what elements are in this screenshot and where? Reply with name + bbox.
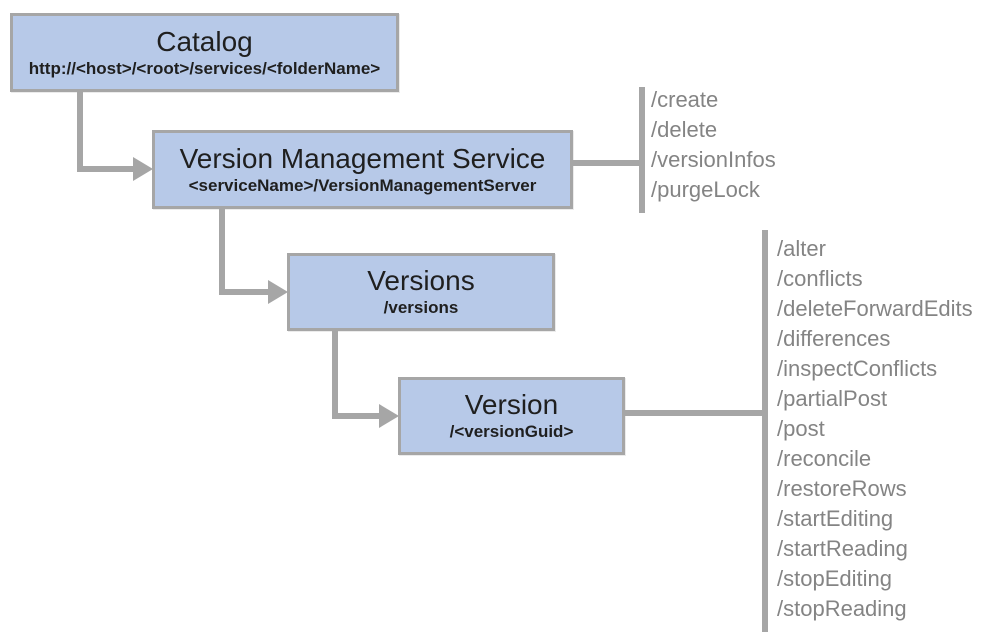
endpoint-label: /create	[651, 87, 719, 112]
node-catalog-title: Catalog	[156, 25, 253, 57]
connector-version-endpoints-horizontal	[623, 410, 765, 416]
connector-vms-endpoints-horizontal	[571, 160, 642, 166]
node-versions-title: Versions	[367, 265, 475, 296]
arrowhead-icon	[268, 280, 288, 304]
endpoint-label: /reconcile	[777, 446, 872, 471]
node-version-management-service: Version Management Service <serviceName>…	[152, 130, 573, 209]
endpoint-label: /delete	[651, 117, 718, 142]
connector-versions-version-vertical	[332, 329, 338, 419]
endpoint-label: /conflicts	[777, 266, 863, 291]
endpoint-label: /stopEditing	[777, 566, 892, 591]
connector-catalog-vms-horizontal	[77, 166, 134, 172]
version-endpoint-list: /alter/conflicts/deleteForwardEdits/diff…	[777, 234, 973, 624]
endpoint-label: /startReading	[777, 536, 908, 561]
endpoint-label: /startEditing	[777, 506, 894, 531]
connector-catalog-vms-vertical	[77, 91, 83, 172]
endpoint-label: /inspectConflicts	[777, 356, 938, 381]
endpoint-label: /versionInfos	[651, 147, 776, 172]
vms-endpoint-list: /create/delete/versionInfos/purgeLock	[651, 85, 776, 205]
node-vms-url: <serviceName>/VersionManagementServer	[188, 175, 537, 195]
node-versions-url: /versions	[383, 298, 459, 317]
arrowhead-icon	[379, 404, 399, 428]
connector-vms-endpoints-bracket	[639, 87, 645, 213]
connector-vms-versions-horizontal	[219, 289, 269, 295]
node-version: Version /<versionGuid>	[398, 377, 625, 455]
node-vms-title: Version Management Service	[179, 142, 546, 174]
endpoint-label: /post	[777, 416, 825, 441]
arrowhead-icon	[133, 157, 153, 181]
node-versions: Versions /versions	[287, 253, 555, 331]
connector-versions-version-horizontal	[332, 413, 380, 419]
node-catalog-url: http://<host>/<root>/services/<folderNam…	[28, 58, 381, 78]
connector-version-endpoints-bracket	[762, 230, 768, 632]
endpoint-label: /alter	[777, 236, 826, 261]
endpoint-label: /deleteForwardEdits	[777, 296, 973, 321]
endpoint-label: /stopReading	[777, 596, 907, 621]
endpoint-label: /differences	[777, 326, 891, 351]
node-version-url: /<versionGuid>	[449, 422, 574, 441]
endpoint-label: /purgeLock	[651, 177, 760, 202]
endpoint-label: /restoreRows	[777, 476, 907, 501]
node-version-title: Version	[464, 389, 559, 420]
connector-vms-versions-vertical	[219, 206, 225, 295]
endpoint-label: /partialPost	[777, 386, 888, 411]
node-catalog: Catalog http://<host>/<root>/services/<f…	[10, 13, 399, 92]
